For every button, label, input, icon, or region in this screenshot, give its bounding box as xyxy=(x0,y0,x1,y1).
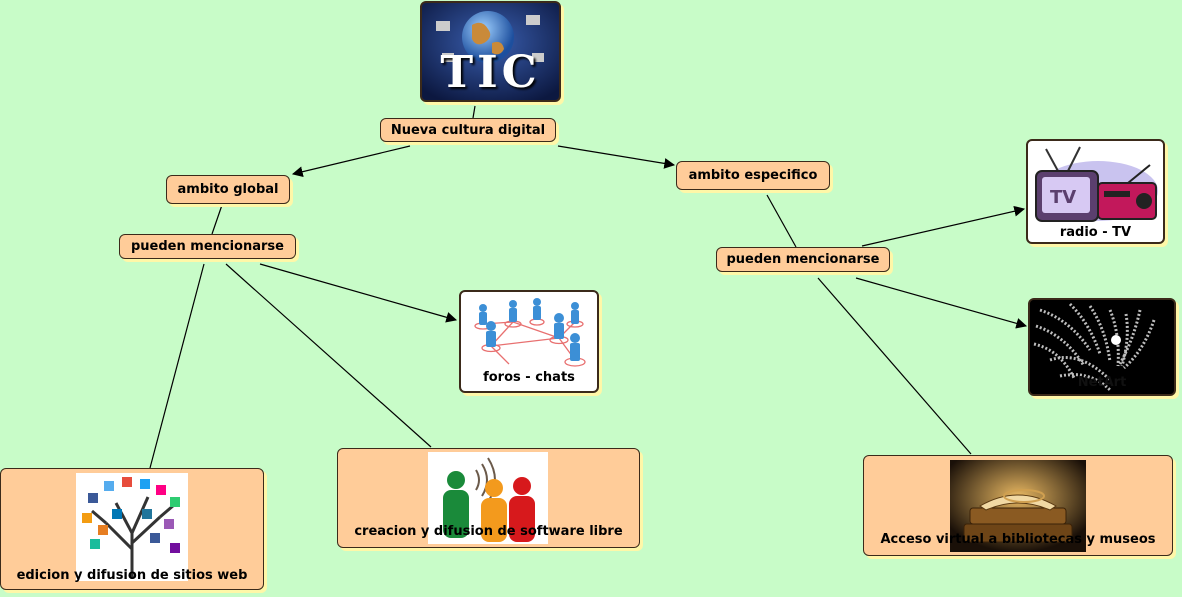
edge-mencion-sitios xyxy=(149,263,205,469)
pueden-mencionarse-global-node[interactable]: pueden mencionarse xyxy=(119,234,296,259)
old-books-icon xyxy=(950,460,1086,552)
foros-chats-node[interactable]: foros - chats xyxy=(459,290,599,393)
radio-tv-node[interactable]: TV radio - TV xyxy=(1026,139,1165,244)
tic-node[interactable]: TIC xyxy=(420,1,561,102)
ascii-zebra-icon xyxy=(1030,300,1174,394)
edge-mencion-museos xyxy=(817,277,972,455)
nueva-cultura-label: Nueva cultura digital xyxy=(390,122,546,138)
edge-mencion-software xyxy=(225,263,432,448)
pueden-mencionarse-especifico-label: pueden mencionarse xyxy=(726,252,880,267)
sitios-web-label: edicion y difusion de sitios web xyxy=(16,568,248,583)
network-people-icon xyxy=(474,298,586,367)
pueden-mencionarse-especifico-node[interactable]: pueden mencionarse xyxy=(716,247,890,272)
people-silhouettes-icon xyxy=(428,452,548,544)
foros-chats-label: foros - chats xyxy=(483,370,575,385)
edge-mencion-netart xyxy=(855,277,1028,329)
ambito-especifico-node[interactable]: ambito especifico xyxy=(676,161,830,190)
social-media-tree-icon xyxy=(76,473,188,581)
netart-label: NetArt xyxy=(1077,375,1127,390)
edge-mencion-foros xyxy=(259,263,458,323)
tv-radio-icon: TV xyxy=(1035,146,1158,222)
sitios-web-node[interactable]: edicion y difusion de sitios web xyxy=(0,468,264,590)
edge-especifico-mencion xyxy=(766,194,797,248)
ambito-global-node[interactable]: ambito global xyxy=(166,175,290,204)
bibliotecas-museos-node[interactable]: Acceso virtual a bibliotecas y museos xyxy=(863,455,1173,556)
globe-and-computers-icon xyxy=(422,3,559,100)
tic-title: TIC xyxy=(440,47,541,98)
pueden-mencionarse-global-label: pueden mencionarse xyxy=(131,239,284,254)
software-libre-node[interactable]: creacion y difusion de software libre xyxy=(337,448,640,548)
radio-tv-label: radio - TV xyxy=(1059,225,1132,240)
software-libre-label: creacion y difusion de software libre xyxy=(354,524,623,539)
ambito-global-label: ambito global xyxy=(177,182,279,197)
bibliotecas-museos-label: Acceso virtual a bibliotecas y museos xyxy=(880,532,1156,547)
edge-cultura-especifico xyxy=(557,145,676,169)
edge-cultura-global xyxy=(291,145,411,177)
edge-global-mencion xyxy=(211,204,223,235)
netart-node[interactable]: NetArt xyxy=(1028,298,1176,396)
ambito-especifico-label: ambito especifico xyxy=(688,168,818,183)
svg-text:TV: TV xyxy=(1050,187,1076,208)
edge-tic-cultura xyxy=(472,105,476,119)
nueva-cultura-node[interactable]: Nueva cultura digital xyxy=(380,118,556,142)
edge-mencion-radio xyxy=(861,205,1026,247)
